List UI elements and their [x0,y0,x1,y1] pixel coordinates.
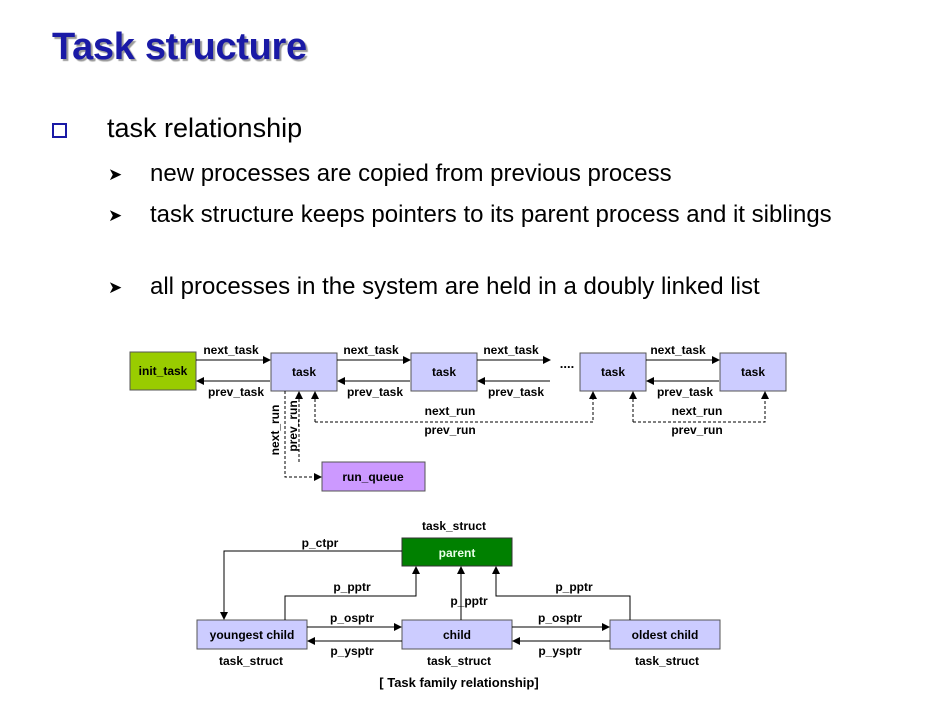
p-ctpr-label: p_ctpr [302,536,339,550]
init-task-node [129,351,197,391]
p-ctpr-arrow [220,550,402,620]
ellipsis: .... [560,356,574,371]
p-osptr-label-left: p_osptr [330,611,374,625]
arrow-bullet-icon: ➤ [108,206,123,225]
next-task-label-1: next_task [203,343,259,357]
arrow-bullet-icon: ➤ [108,278,123,297]
task-node-2 [410,352,478,392]
sub-bullet-text: all processes in the system are held in … [150,273,760,300]
p-ysptr-label-left: p_ysptr [330,644,374,658]
task-family-diagram: task_struct parent youngest child child … [196,519,721,690]
run-queue-arrow [284,391,322,481]
oldest-child-node [609,619,721,650]
task-label-3: task [601,365,625,379]
youngest-child-node [196,619,308,650]
task-label-2: task [432,365,456,379]
next-task-label-4: next_task [650,343,706,357]
run-loop-line-1 [315,391,597,423]
next-run-label-1: next_run [425,404,476,418]
prev-run-label-2: prev_run [671,423,722,437]
task-node-1 [270,352,338,392]
diagram-caption: [ Task family relationship] [379,675,538,690]
arrow-bullet-icon: ➤ [108,165,123,184]
next-task-label-2: next_task [343,343,399,357]
prev-run-label-1: prev_run [424,423,475,437]
p-pptr-label-right: p_pptr [555,580,593,594]
parent-node [401,537,513,567]
p-pptr-label-mid: p_pptr [450,594,488,608]
slide-title: Task structure [52,26,307,68]
run-queue-label: run_queue [342,470,404,484]
task-node-3 [579,352,647,392]
main-bullet-text: task relationship [107,113,303,143]
p-pptr-arrow-left [284,566,420,620]
task-struct-label-youngest: task_struct [219,654,283,668]
p-ysptr-label-right: p_ysptr [538,644,582,658]
task-struct-label-top: task_struct [422,519,486,533]
prev-task-label-4: prev_task [657,385,713,399]
run-queue-node [321,461,426,492]
p-osptr-label-right: p_osptr [538,611,582,625]
task-struct-label-child: task_struct [427,654,491,668]
task-list-diagram: init_task task task task task run_queue … [129,343,787,492]
youngest-child-label: youngest child [210,628,295,642]
oldest-child-label: oldest child [632,628,699,642]
prev-task-label-2: prev_task [347,385,403,399]
prev-task-label-1: prev_task [208,385,264,399]
prev-task-label-3: prev_task [488,385,544,399]
sub-bullet-text: task structure keeps pointers to its par… [150,201,832,228]
run-loop-line-2 [633,391,769,423]
parent-label: parent [439,546,476,560]
next-run-vertical-label: next_run [268,405,282,456]
next-task-label-3: next_task [483,343,539,357]
child-label: child [443,628,471,642]
p-pptr-label-left: p_pptr [333,580,371,594]
sub-bullet-text: new processes are copied from previous p… [150,160,672,187]
task-label-1: task [292,365,316,379]
p-pptr-arrow-right [492,566,631,620]
task-struct-label-oldest: task_struct [635,654,699,668]
square-bullet-icon [52,123,67,138]
next-run-label-2: next_run [672,404,723,418]
init-task-label: init_task [139,364,188,378]
task-label-4: task [741,365,765,379]
child-node [401,619,513,650]
task-node-4 [719,352,787,392]
prev-run-vertical-label: prev_run [286,400,300,451]
